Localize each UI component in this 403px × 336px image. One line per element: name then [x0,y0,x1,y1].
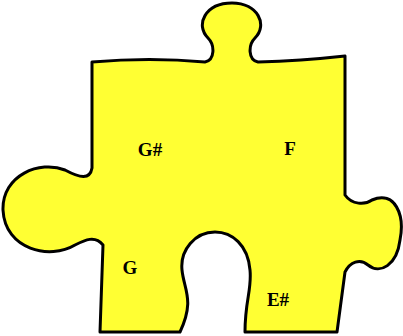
note-label: E# [267,289,289,311]
note-label: G# [138,139,162,161]
note-label: G [123,257,138,279]
note-label: F [284,138,296,160]
